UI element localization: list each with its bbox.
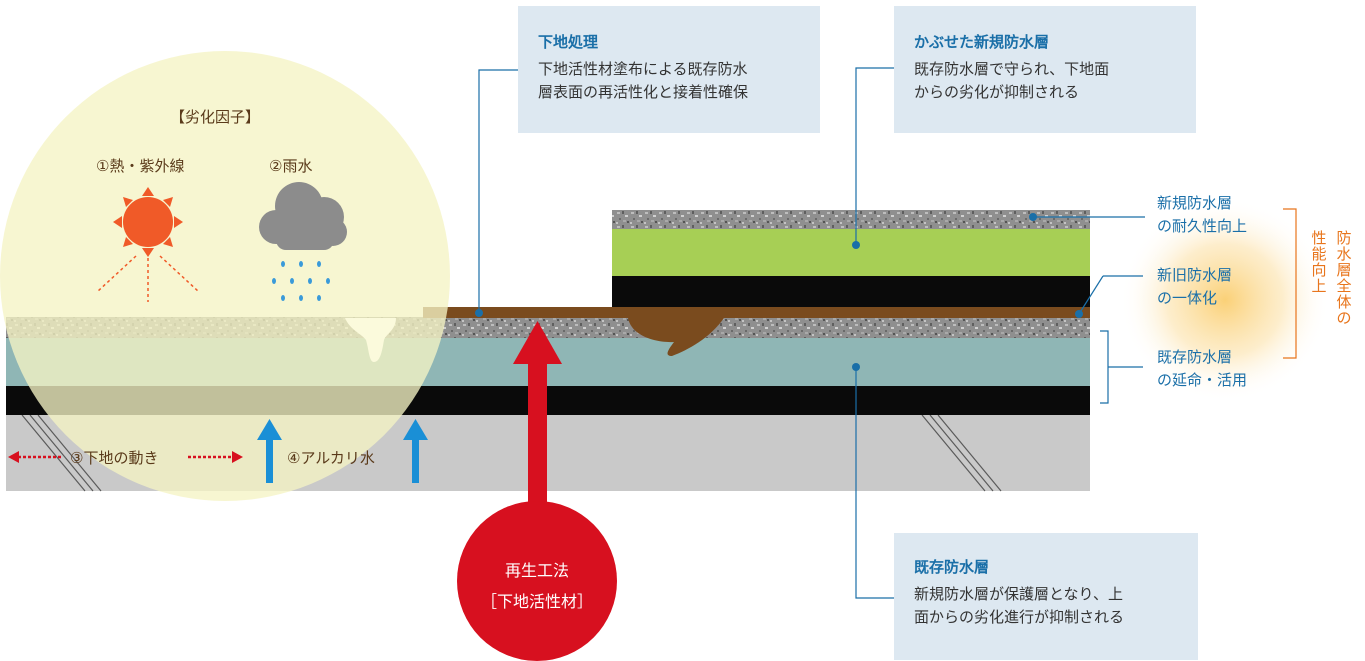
callout-primer-body: 下地活性材塗布による既存防水 層表面の再活性化と接着性確保 <box>538 58 748 104</box>
callout-primer-line: 層表面の再活性化と接着性確保 <box>538 83 749 101</box>
primer-layer <box>423 307 1090 318</box>
label-integration-line: 新旧防水層 <box>1157 266 1233 284</box>
callout-new-layer-line: からの劣化が抑制される <box>914 83 1080 101</box>
label-integration-line: の一体化 <box>1157 289 1218 307</box>
performance-bracket <box>1283 208 1297 359</box>
regeneration-arrow <box>513 321 562 516</box>
new-black-layer <box>612 276 1090 307</box>
deterioration-zone <box>0 51 450 501</box>
callout-new-layer-box <box>894 6 1196 133</box>
callout-existing-line: 面からの劣化進行が抑制される <box>914 608 1125 626</box>
method-circle <box>457 501 617 661</box>
leader-lines <box>478 67 1145 599</box>
callout-primer-line: 下地活性材塗布による既存防水 <box>538 60 748 78</box>
leader-dots <box>475 213 1083 371</box>
movement-label: ③下地の動き <box>70 449 159 467</box>
rain-drip-icon <box>345 318 396 362</box>
method-title: 再生工法 <box>504 561 569 580</box>
overall-performance-col1: 防水層全体の <box>1336 229 1352 327</box>
label-durability-line: 新規防水層 <box>1157 194 1233 212</box>
heat-uv-label: ①熱・紫外線 <box>96 157 185 175</box>
callout-primer-title: 下地処理 <box>538 33 599 51</box>
raindrops-icon <box>272 261 330 301</box>
callout-existing-line: 新規防水層が保護層となり、上 <box>914 585 1123 603</box>
label-extension-line: 既存防水層 <box>1157 348 1233 366</box>
new-gravel-layer <box>612 210 1090 229</box>
label-extension: 既存防水層 の延命・活用 <box>1157 346 1247 392</box>
alkali-label: ④アルカリ水 <box>287 449 375 467</box>
performance-glow <box>1120 198 1330 402</box>
callout-new-layer-title: かぶせた新規防水層 <box>914 33 1050 51</box>
alkali-arrow-1 <box>257 419 282 483</box>
crack-lines-left <box>21 414 102 492</box>
rain-label: ②雨水 <box>269 157 313 175</box>
label-integration: 新旧防水層 の一体化 <box>1157 264 1232 310</box>
sun-icon <box>96 187 200 302</box>
callout-existing-title: 既存防水層 <box>914 558 990 576</box>
crack-lines-right <box>921 414 1002 492</box>
callout-primer-box <box>518 6 820 133</box>
movement-arrow-right <box>188 451 243 463</box>
method-subtitle: ［下地活性材］ <box>480 592 593 611</box>
callout-new-layer: かぶせた新規防水層 既存防水層で守られ、下地面 からの劣化が抑制される <box>894 6 1196 133</box>
callout-existing-box <box>894 533 1198 660</box>
primer-seep <box>628 318 724 356</box>
callout-existing: 既存防水層 新規防水層が保護層となり、上 面からの劣化進行が抑制される <box>894 533 1198 660</box>
label-durability: 新規防水層 の耐久性向上 <box>1157 192 1247 238</box>
callout-new-layer-body: 既存防水層で守られ、下地面 からの劣化が抑制される <box>914 58 1109 104</box>
deterioration-title: 【劣化因子】 <box>170 108 261 126</box>
label-extension-line: の延命・活用 <box>1157 371 1248 389</box>
overall-performance-col2: 性能向上 <box>1311 229 1327 295</box>
cloud-icon <box>259 182 347 250</box>
callout-existing-body: 新規防水層が保護層となり、上 面からの劣化進行が抑制される <box>914 583 1124 629</box>
callout-primer: 下地処理 下地活性材塗布による既存防水 層表面の再活性化と接着性確保 <box>518 6 820 133</box>
movement-arrow-left <box>8 451 62 463</box>
label-durability-line: の耐久性向上 <box>1157 217 1248 235</box>
new-waterproof-layer <box>612 229 1090 276</box>
callout-new-layer-line: 既存防水層で守られ、下地面 <box>914 60 1110 78</box>
alkali-arrow-2 <box>403 419 428 483</box>
